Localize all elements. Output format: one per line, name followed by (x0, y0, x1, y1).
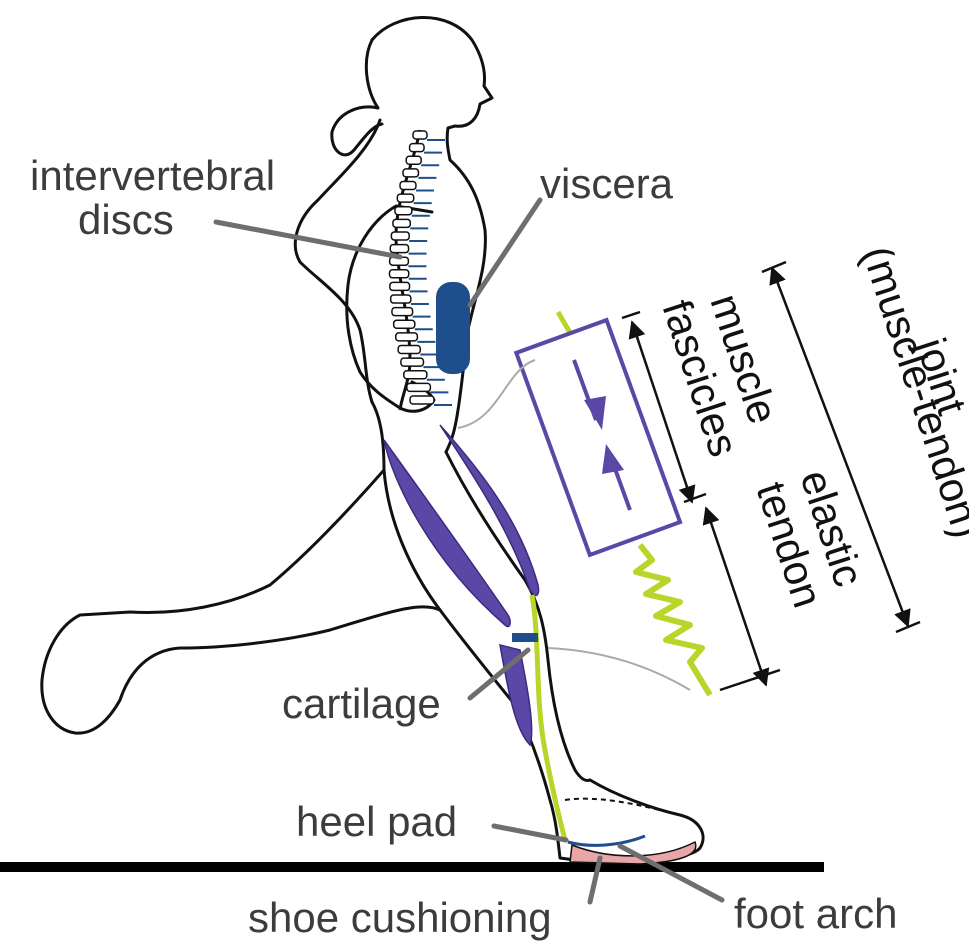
leader-heel-pad (491, 823, 569, 843)
vertebra (400, 357, 425, 367)
leader-viscera (467, 197, 543, 308)
label-leaders (213, 197, 725, 905)
label-discs: discs (78, 196, 174, 243)
muscle-fascicles-dimension (628, 320, 696, 504)
leg-muscles (383, 424, 540, 747)
vertebra (409, 395, 435, 405)
vertebra (412, 130, 428, 140)
label-shoe-cushioning: shoe cushioning (248, 894, 552, 941)
fascicle-arrowhead-down (584, 396, 606, 430)
leader-intervertebral-discs (213, 219, 403, 260)
vertebra (388, 269, 410, 279)
vertebra (392, 319, 416, 330)
elastic-tendon-dimension (702, 506, 770, 687)
vertebra (399, 180, 417, 191)
muscle-fascicles-box (513, 317, 683, 558)
vertebra (406, 382, 432, 393)
viscera-shape (436, 282, 470, 374)
vertebra (396, 193, 415, 203)
vertebra (405, 155, 422, 165)
fascicle-arrowhead-up (602, 444, 624, 474)
ground-line (0, 862, 824, 872)
label-cartilage: cartilage (282, 680, 441, 727)
label-viscera: viscera (540, 160, 674, 207)
leader-cartilage (467, 647, 531, 701)
achilles-tendon (529, 594, 568, 841)
vertebra (389, 243, 410, 254)
vertebra (403, 370, 428, 380)
vertebra (402, 168, 420, 178)
spine (388, 129, 452, 411)
schematic-leader-bottom (547, 647, 691, 691)
vertebra (389, 281, 411, 292)
label-heel-pad: heel pad (296, 798, 457, 845)
label-foot-arch: foot arch (734, 890, 897, 937)
elastic-tendon-spring (633, 543, 713, 697)
vertebra (408, 142, 425, 153)
label-intervertebral: intervertebral (30, 152, 275, 199)
leader-foot-arch (617, 843, 725, 903)
vertebra (390, 231, 410, 241)
vertebra (391, 306, 414, 317)
runner-silhouette (40, 16, 705, 864)
vertebra (389, 294, 412, 304)
cartilage-shape (512, 633, 538, 642)
vertebra (392, 218, 412, 229)
leader-shoe-cushioning (587, 855, 603, 905)
vertebra (395, 332, 419, 342)
dimension-lines (621, 260, 921, 692)
joint-dimension (769, 266, 911, 628)
schematic-leader-top (457, 359, 536, 429)
vertebra (397, 344, 422, 355)
vertebra (394, 205, 413, 216)
